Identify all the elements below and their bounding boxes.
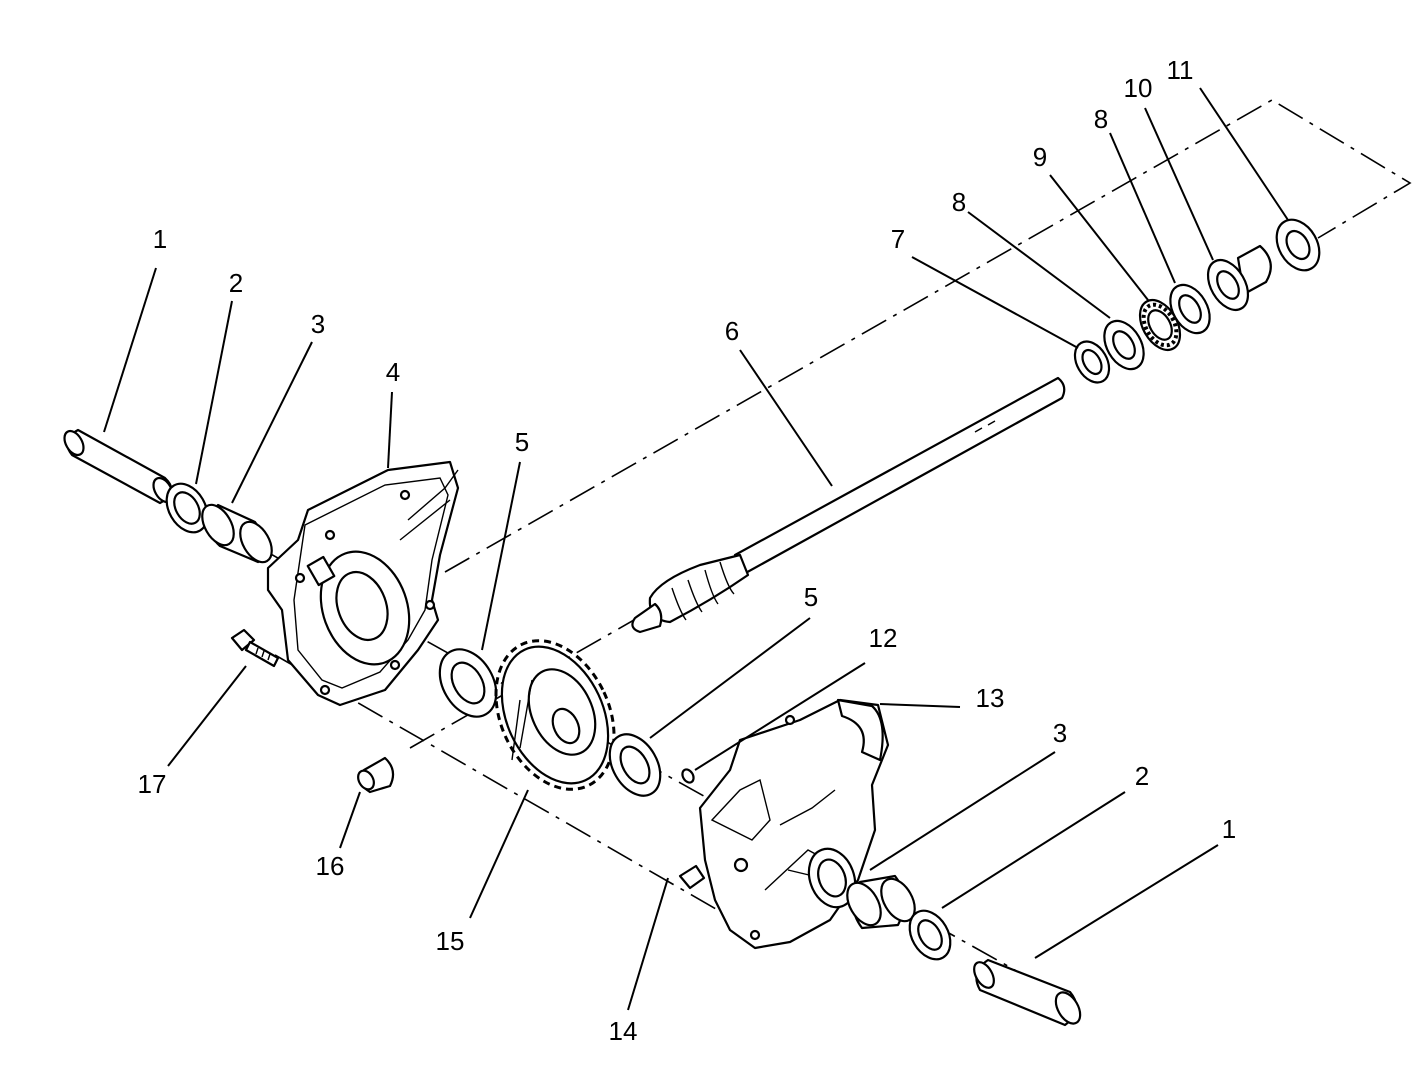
callout-1-upper: 1 (153, 224, 167, 254)
callout-11: 11 (1167, 55, 1194, 85)
part-7-retaining-ring (1073, 340, 1111, 384)
part-2-bushing-upper (165, 482, 209, 534)
callout-2-lower: 2 (1135, 761, 1149, 791)
callout-labels: 1 2 3 4 5 6 7 8 9 8 10 11 5 12 13 3 2 1 … (138, 55, 1237, 1046)
callout-8-right: 8 (1094, 104, 1108, 134)
callout-16: 16 (316, 851, 345, 881)
callout-10: 10 (1124, 73, 1153, 103)
part-4-gear-case-left (266, 460, 460, 707)
part-12-key (681, 768, 695, 784)
callout-4: 4 (386, 357, 400, 387)
callout-3-lower: 3 (1053, 718, 1067, 748)
part-6-worm-shaft (631, 376, 1066, 634)
leader-lines (103, 87, 1289, 1011)
part-14-plug (678, 864, 706, 890)
part-2-bushing-lower (908, 909, 952, 961)
callout-6: 6 (725, 316, 739, 346)
part-10-flanged-bushing (1206, 244, 1272, 311)
part-8-washer-b (1169, 283, 1211, 335)
callout-1-lower: 1 (1222, 814, 1236, 844)
part-11-seal (1275, 218, 1321, 272)
callout-12: 12 (869, 623, 898, 653)
callout-17: 17 (138, 769, 167, 799)
callout-13: 13 (976, 683, 1005, 713)
callout-5-upper: 5 (515, 427, 529, 457)
part-1-shaft-upper (63, 428, 174, 505)
part-3-bearing-lower (846, 874, 916, 930)
part-8-washer-a (1103, 319, 1145, 371)
part-13-gear-case-right (698, 698, 890, 950)
callout-5-lower: 5 (804, 582, 818, 612)
callout-3-upper: 3 (311, 309, 325, 339)
callout-2-upper: 2 (229, 268, 243, 298)
callout-9: 9 (1033, 142, 1047, 172)
callout-7: 7 (891, 224, 905, 254)
part-3-bearing-upper (201, 503, 273, 564)
part-5-washer-upper (438, 648, 498, 718)
part-5-washer-lower (608, 733, 662, 797)
part-1-shaft-lower (973, 958, 1082, 1027)
callout-14: 14 (609, 1016, 638, 1046)
callout-15: 15 (436, 926, 465, 956)
part-15-worm-gear (494, 639, 616, 791)
part-17-bolt (230, 628, 280, 668)
callout-8-left: 8 (952, 187, 966, 217)
part-16-dowel (357, 756, 395, 794)
